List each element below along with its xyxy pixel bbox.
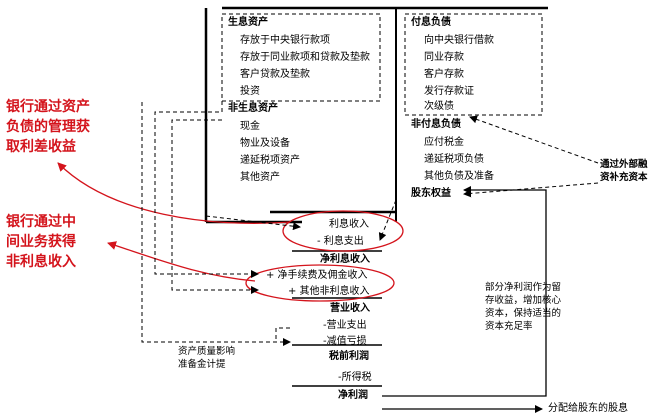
ext-capital-arrow-1 xyxy=(469,115,599,164)
liability-item: 向中央银行借款 xyxy=(424,35,494,46)
liability-item: 客户存款 xyxy=(424,69,464,80)
provision-note: 资产质量影响 准备金计提 xyxy=(178,346,236,370)
asset-item: 递延税项资产 xyxy=(240,155,300,166)
nonint-income-note: 银行通过中 间业务获得 非利息收入 xyxy=(6,214,76,270)
spread-arrow xyxy=(57,162,291,224)
liability-item: 递延税项负债 xyxy=(424,154,484,165)
spread-income-note: 银行通过资产 负债的管理获 取利差收益 xyxy=(6,99,90,155)
interest-income: 利息收入 xyxy=(329,219,369,230)
net-profit: 净利润 xyxy=(338,390,368,401)
impairment: -减值亏损 xyxy=(323,336,367,347)
interest-liabilities-header: 付息负债 xyxy=(411,17,451,28)
asset-item: 其他资产 xyxy=(240,172,280,183)
interest-assets-header: 生息资产 xyxy=(228,17,268,28)
retained-earnings-arrow xyxy=(382,186,547,397)
liability-item: 发行存款证 xyxy=(424,86,474,97)
liability-item: 次级债 xyxy=(424,101,454,112)
other-income: + 其他非利息收入 xyxy=(288,286,370,297)
interest-liabilities-box xyxy=(404,13,543,116)
asset-item: 存放于中央银行款项 xyxy=(240,35,330,46)
noninterest-assets-header: 非生息资产 xyxy=(228,103,278,114)
fee-income: + 净手续费及佣金收入 xyxy=(266,270,368,281)
assets-to-income-connector xyxy=(154,101,259,278)
retained-earnings-note: 部分净利润作为留 存收益，增加核心 资本，保持适当的 资本充足率 xyxy=(485,282,562,332)
asset-item: 投资 xyxy=(240,86,260,97)
pretax-profit: 税前利润 xyxy=(329,351,369,362)
asset-item: 客户贷款及垫款 xyxy=(240,69,310,80)
ext-capital-arrow-2 xyxy=(463,182,599,198)
interest-assets-box xyxy=(221,13,381,102)
liability-item: 其他负债及准备 xyxy=(424,171,494,182)
interest-ellipse xyxy=(282,210,404,252)
noninterest-assets-connector xyxy=(171,119,259,294)
dividends-label: 分配给股东的股息 xyxy=(548,403,628,414)
liab-to-expense-connector xyxy=(378,199,397,241)
liability-item: 同业存款 xyxy=(424,52,464,63)
nonint-arrow xyxy=(107,241,256,282)
external-capital-note: 通过外部融 资补充资本 xyxy=(600,159,648,183)
equity-label: 股东权益 xyxy=(411,188,451,199)
asset-item: 存放于同业款项和贷款及垫款 xyxy=(240,52,370,63)
asset-item: 现金 xyxy=(240,121,260,132)
interest-expense: - 利息支出 xyxy=(317,236,364,247)
nonint-ellipse xyxy=(245,264,395,302)
asset-item: 物业及设备 xyxy=(240,138,290,149)
provision-connector-2 xyxy=(275,327,290,342)
assets-to-interest-connector xyxy=(205,215,301,231)
liability-item: 应付税金 xyxy=(424,137,464,148)
net-interest-income: 净利息收入 xyxy=(320,254,370,265)
income-tax: -所得税 xyxy=(338,372,372,383)
noninterest-liabilities-header: 非付息负债 xyxy=(411,119,461,130)
operating-expense: -营业支出 xyxy=(323,320,367,331)
operating-income: 营业收入 xyxy=(330,303,370,314)
provision-connector xyxy=(141,102,291,346)
